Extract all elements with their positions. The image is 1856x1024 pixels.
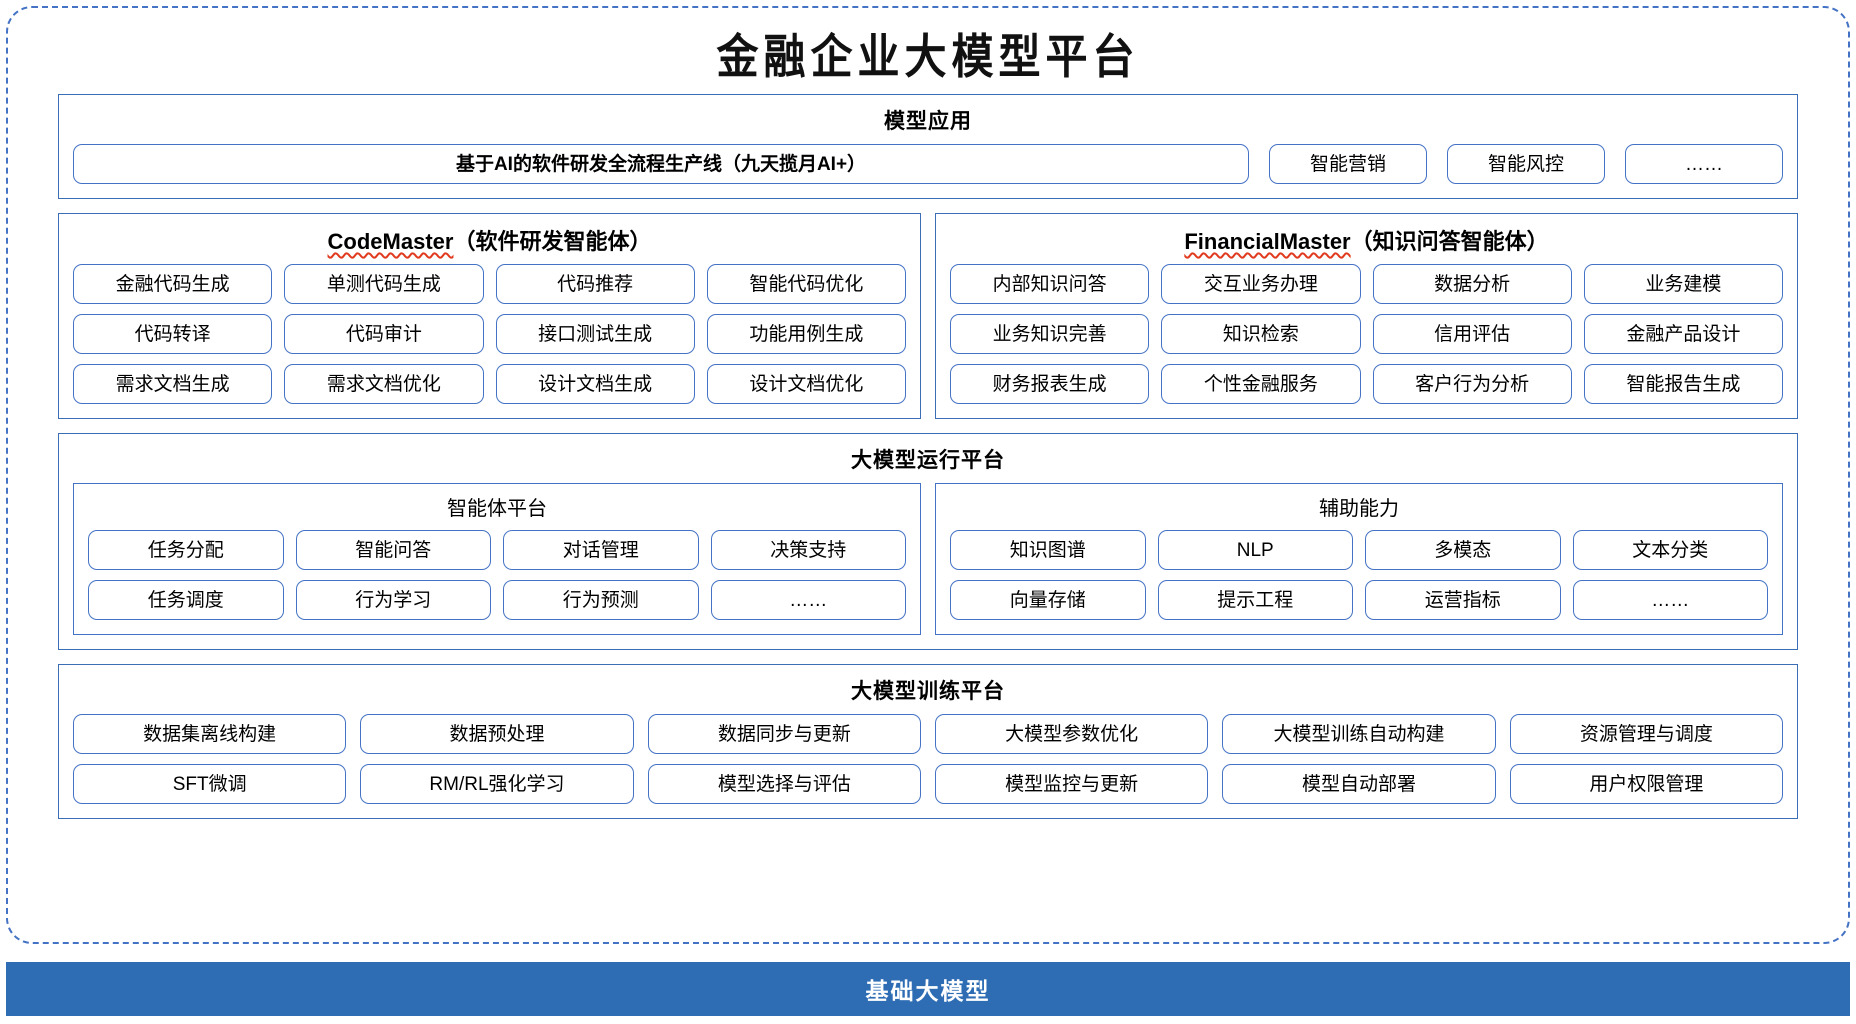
app-item-0[interactable]: 智能营销 bbox=[1269, 144, 1427, 184]
auxiliary-item-3[interactable]: 文本分类 bbox=[1572, 530, 1768, 570]
model-application-items: 基于AI的软件研发全流程生产线（九天揽月AI+） 智能营销 智能风控 …… bbox=[73, 144, 1783, 184]
financial-master-item-7[interactable]: 金融产品设计 bbox=[1583, 314, 1783, 354]
code-master-items: 金融代码生成 单测代码生成 代码推荐 智能代码优化 代码转译 代码审计 接口测试… bbox=[73, 264, 906, 404]
code-master-item-6[interactable]: 接口测试生成 bbox=[495, 314, 695, 354]
auxiliary-items: 知识图谱 NLP 多模态 文本分类 向量存储 提示工程 运营指标 …… bbox=[950, 530, 1768, 620]
financial-master-item-9[interactable]: 个性金融服务 bbox=[1161, 364, 1361, 404]
financial-master-item-1[interactable]: 交互业务办理 bbox=[1161, 264, 1361, 304]
code-master-item-2[interactable]: 代码推荐 bbox=[495, 264, 695, 304]
financial-master-item-6[interactable]: 信用评估 bbox=[1372, 314, 1572, 354]
agents-row: CodeMaster（软件研发智能体） 金融代码生成 单测代码生成 代码推荐 智… bbox=[58, 213, 1798, 419]
financial-master-item-8[interactable]: 财务报表生成 bbox=[950, 364, 1150, 404]
financial-master-item-0[interactable]: 内部知识问答 bbox=[950, 264, 1150, 304]
runtime-platform-heading: 大模型运行平台 bbox=[851, 449, 1005, 472]
financial-master-item-3[interactable]: 业务建模 bbox=[1583, 264, 1783, 304]
agent-platform-item-7[interactable]: …… bbox=[710, 580, 906, 620]
auxiliary-item-7[interactable]: …… bbox=[1572, 580, 1768, 620]
agent-platform-item-1[interactable]: 智能问答 bbox=[295, 530, 491, 570]
app-item-1[interactable]: 智能风控 bbox=[1447, 144, 1605, 184]
code-master-item-4[interactable]: 代码转译 bbox=[73, 314, 273, 354]
app-main-pipeline[interactable]: 基于AI的软件研发全流程生产线（九天揽月AI+） bbox=[73, 144, 1249, 184]
training-item-5[interactable]: 资源管理与调度 bbox=[1509, 714, 1783, 754]
training-item-0[interactable]: 数据集离线构建 bbox=[73, 714, 347, 754]
panel-code-master: CodeMaster（软件研发智能体） 金融代码生成 单测代码生成 代码推荐 智… bbox=[58, 213, 921, 419]
auxiliary-item-4[interactable]: 向量存储 bbox=[950, 580, 1146, 620]
code-master-name: CodeMaster bbox=[327, 229, 454, 254]
training-item-2[interactable]: 数据同步与更新 bbox=[647, 714, 921, 754]
code-master-item-11[interactable]: 设计文档优化 bbox=[706, 364, 906, 404]
panel-model-application: 模型应用 基于AI的软件研发全流程生产线（九天揽月AI+） 智能营销 智能风控 … bbox=[58, 94, 1798, 199]
code-master-item-0[interactable]: 金融代码生成 bbox=[73, 264, 273, 304]
code-master-item-7[interactable]: 功能用例生成 bbox=[706, 314, 906, 354]
runtime-inner-row: 智能体平台 任务分配 智能问答 对话管理 决策支持 任务调度 行为学习 行为预测… bbox=[73, 483, 1783, 635]
code-master-item-8[interactable]: 需求文档生成 bbox=[73, 364, 273, 404]
agent-platform-items: 任务分配 智能问答 对话管理 决策支持 任务调度 行为学习 行为预测 …… bbox=[88, 530, 906, 620]
auxiliary-item-0[interactable]: 知识图谱 bbox=[950, 530, 1146, 570]
training-item-7[interactable]: RM/RL强化学习 bbox=[360, 764, 634, 804]
training-item-3[interactable]: 大模型参数优化 bbox=[935, 714, 1209, 754]
page-title: 金融企业大模型平台 bbox=[716, 29, 1140, 85]
agent-platform-item-0[interactable]: 任务分配 bbox=[88, 530, 284, 570]
financial-master-item-2[interactable]: 数据分析 bbox=[1372, 264, 1572, 304]
financial-master-item-4[interactable]: 业务知识完善 bbox=[950, 314, 1150, 354]
panel-auxiliary-capability: 辅助能力 知识图谱 NLP 多模态 文本分类 向量存储 提示工程 运营指标 …… bbox=[935, 483, 1783, 635]
code-master-item-10[interactable]: 设计文档生成 bbox=[495, 364, 695, 404]
base-model-label: 基础大模型 bbox=[865, 978, 991, 1004]
training-item-11[interactable]: 用户权限管理 bbox=[1509, 764, 1783, 804]
agent-platform-item-3[interactable]: 决策支持 bbox=[710, 530, 906, 570]
agent-platform-item-6[interactable]: 行为预测 bbox=[503, 580, 699, 620]
code-master-item-9[interactable]: 需求文档优化 bbox=[284, 364, 484, 404]
auxiliary-heading: 辅助能力 bbox=[1319, 498, 1399, 520]
auxiliary-item-1[interactable]: NLP bbox=[1157, 530, 1353, 570]
model-application-heading: 模型应用 bbox=[884, 110, 972, 133]
training-item-6[interactable]: SFT微调 bbox=[73, 764, 347, 804]
agent-platform-item-2[interactable]: 对话管理 bbox=[503, 530, 699, 570]
training-platform-items: 数据集离线构建 数据预处理 数据同步与更新 大模型参数优化 大模型训练自动构建 … bbox=[73, 714, 1783, 804]
panel-runtime-platform: 大模型运行平台 智能体平台 任务分配 智能问答 对话管理 决策支持 任务调度 行… bbox=[58, 433, 1798, 650]
code-master-item-5[interactable]: 代码审计 bbox=[284, 314, 484, 354]
financial-master-items: 内部知识问答 交互业务办理 数据分析 业务建模 业务知识完善 知识检索 信用评估… bbox=[950, 264, 1783, 404]
base-model-bar: 基础大模型 bbox=[6, 962, 1850, 1016]
training-item-4[interactable]: 大模型训练自动构建 bbox=[1222, 714, 1496, 754]
agent-platform-heading: 智能体平台 bbox=[447, 498, 547, 520]
code-master-item-1[interactable]: 单测代码生成 bbox=[284, 264, 484, 304]
panel-agent-platform: 智能体平台 任务分配 智能问答 对话管理 决策支持 任务调度 行为学习 行为预测… bbox=[73, 483, 921, 635]
financial-master-item-10[interactable]: 客户行为分析 bbox=[1372, 364, 1572, 404]
training-item-10[interactable]: 模型自动部署 bbox=[1222, 764, 1496, 804]
auxiliary-item-6[interactable]: 运营指标 bbox=[1365, 580, 1561, 620]
training-platform-heading: 大模型训练平台 bbox=[851, 680, 1005, 703]
financial-master-item-11[interactable]: 智能报告生成 bbox=[1583, 364, 1783, 404]
training-item-9[interactable]: 模型监控与更新 bbox=[935, 764, 1209, 804]
auxiliary-item-2[interactable]: 多模态 bbox=[1365, 530, 1561, 570]
financial-master-name: FinancialMaster bbox=[1184, 229, 1351, 254]
agent-platform-item-4[interactable]: 任务调度 bbox=[88, 580, 284, 620]
financial-master-item-5[interactable]: 知识检索 bbox=[1161, 314, 1361, 354]
financial-master-heading: FinancialMaster（知识问答智能体） bbox=[950, 224, 1783, 256]
code-master-item-3[interactable]: 智能代码优化 bbox=[706, 264, 906, 304]
app-item-2[interactable]: …… bbox=[1625, 144, 1783, 184]
training-item-8[interactable]: 模型选择与评估 bbox=[647, 764, 921, 804]
code-master-suffix: （软件研发智能体） bbox=[453, 229, 652, 254]
panel-financial-master: FinancialMaster（知识问答智能体） 内部知识问答 交互业务办理 数… bbox=[935, 213, 1798, 419]
code-master-heading: CodeMaster（软件研发智能体） bbox=[73, 224, 906, 256]
agent-platform-item-5[interactable]: 行为学习 bbox=[295, 580, 491, 620]
panel-training-platform: 大模型训练平台 数据集离线构建 数据预处理 数据同步与更新 大模型参数优化 大模… bbox=[58, 664, 1798, 819]
outer-dashed-frame: 金融企业大模型平台 模型应用 基于AI的软件研发全流程生产线（九天揽月AI+） … bbox=[6, 6, 1850, 944]
financial-master-suffix: （知识问答智能体） bbox=[1350, 229, 1549, 254]
auxiliary-item-5[interactable]: 提示工程 bbox=[1157, 580, 1353, 620]
training-item-1[interactable]: 数据预处理 bbox=[360, 714, 634, 754]
